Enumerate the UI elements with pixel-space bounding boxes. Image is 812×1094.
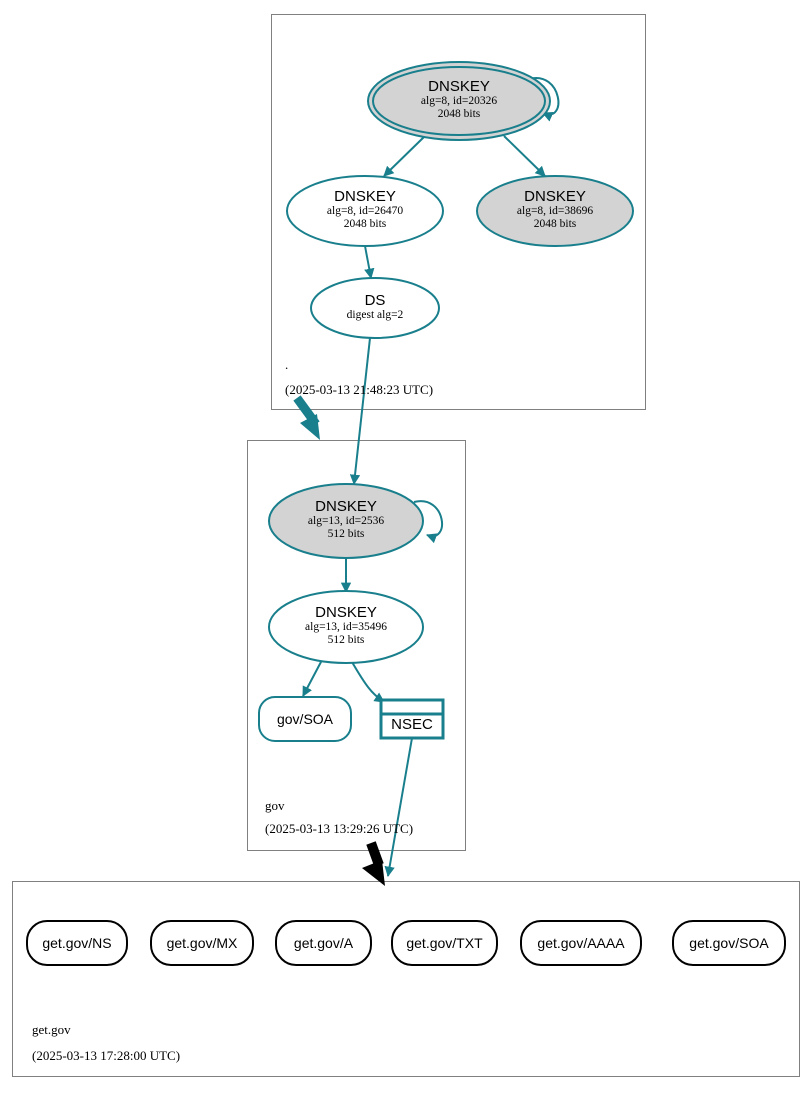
node-getgov-txt[interactable]: [391, 920, 498, 966]
node-root-zsk-26470[interactable]: [286, 175, 444, 247]
zone-box-getgov: [12, 881, 800, 1077]
delegation-arrow-gov-to-getgov: [362, 841, 385, 886]
delegation-arrow-root-to-gov: [293, 395, 320, 440]
zone-timestamp-getgov: (2025-03-13 17:28:00 UTC): [32, 1048, 181, 1063]
node-getgov-mx[interactable]: [150, 920, 254, 966]
zone-label-gov: gov: [265, 798, 285, 813]
node-getgov-soa[interactable]: [672, 920, 786, 966]
node-root-ds[interactable]: [310, 277, 440, 339]
zone-label-getgov: get.gov: [32, 1022, 71, 1037]
node-getgov-ns[interactable]: [26, 920, 128, 966]
zone-label-root: .: [285, 357, 289, 372]
node-gov-nsec[interactable]: [379, 698, 445, 740]
edge-nsec-to-getgov: [384, 737, 413, 878]
node-gov-zsk-35496[interactable]: [268, 590, 424, 664]
node-getgov-a[interactable]: [275, 920, 372, 966]
edge-root-zsk-to-ds: [364, 245, 375, 280]
edge-root-ksk-selfsign: [528, 77, 560, 122]
node-root-ksk-20326[interactable]: [367, 61, 551, 141]
zone-timestamp-root: (2025-03-13 21:48:23 UTC): [285, 382, 434, 397]
node-gov-soa[interactable]: [258, 696, 352, 742]
edge-root-ksk-to-zsk38696: [503, 135, 546, 177]
edge-ds-to-gov-ksk: [349, 337, 371, 486]
node-getgov-aaaa[interactable]: [520, 920, 642, 966]
node-gov-ksk-2536[interactable]: [268, 483, 424, 559]
zone-box-root: [271, 14, 646, 410]
edge-gov-zsk-to-soa: [302, 659, 323, 697]
zone-box-gov: [247, 440, 466, 851]
edge-root-ksk-to-zsk26470: [383, 135, 426, 177]
edge-gov-ksk-selfsign: [413, 500, 443, 544]
zone-timestamp-gov: (2025-03-13 13:29:26 UTC): [265, 821, 414, 836]
node-root-zsk-38696[interactable]: [476, 175, 634, 247]
